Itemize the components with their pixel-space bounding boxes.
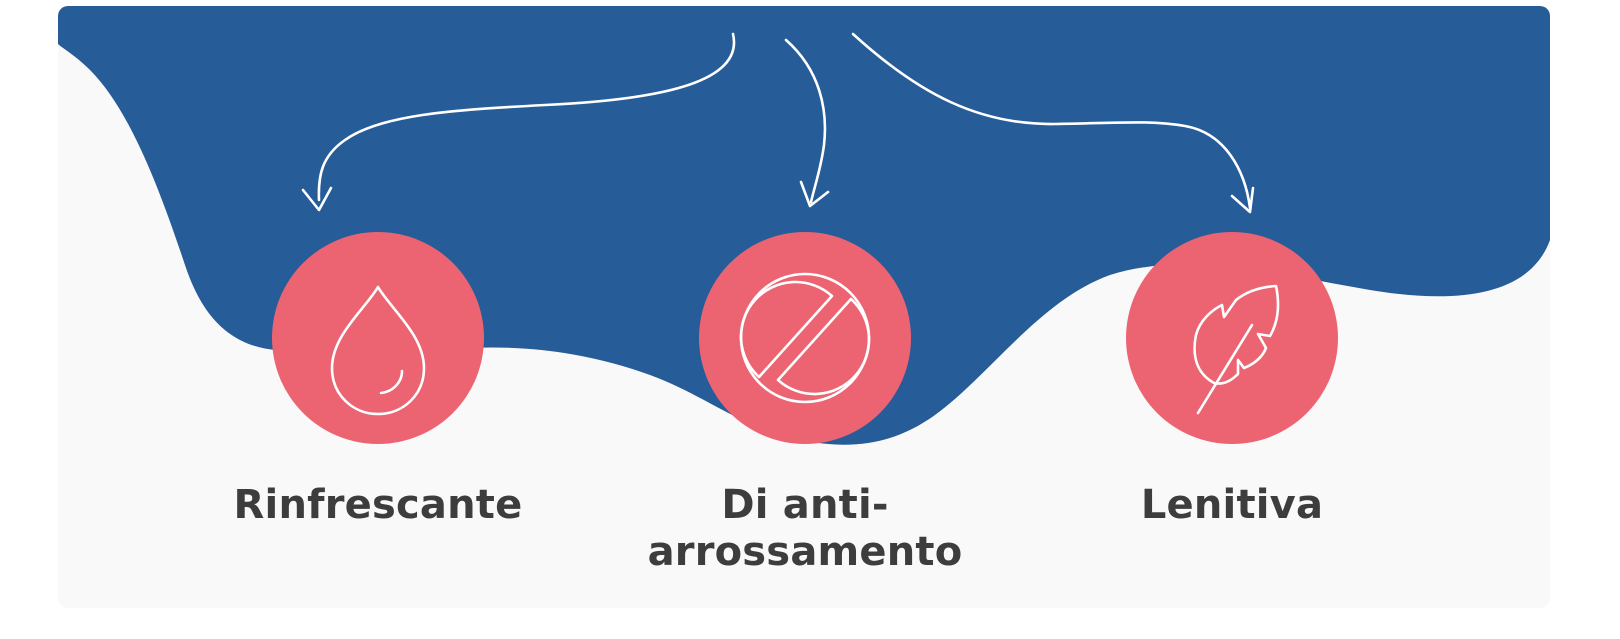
arrow-to-drop (317, 32, 736, 202)
arrow-to-prohibited-head (799, 180, 830, 208)
label-line: arrossamento (647, 529, 963, 575)
arrow-to-feather (851, 32, 1252, 210)
benefit-label-anti-arrossamento: Di anti- arrossamento (625, 482, 985, 576)
feather-circle (1126, 232, 1338, 444)
feather-icon (1193, 284, 1280, 415)
prohibited-icon (739, 272, 871, 404)
label-line: Lenitiva (1140, 482, 1324, 528)
benefit-label-lenitiva: Lenitiva (1052, 482, 1412, 529)
arrows-group (301, 32, 1255, 214)
prohibited-circle (699, 232, 911, 444)
water-drop-icon (330, 285, 426, 416)
arrow-to-prohibited (784, 38, 827, 204)
arrow-to-drop-head (301, 186, 333, 212)
arrow-to-feather-head (1230, 186, 1255, 214)
drop-circle (272, 232, 484, 444)
benefit-label-rinfrescante: Rinfrescante (198, 482, 558, 529)
label-line: Rinfrescante (233, 482, 523, 528)
label-line: Di anti- (721, 482, 889, 528)
